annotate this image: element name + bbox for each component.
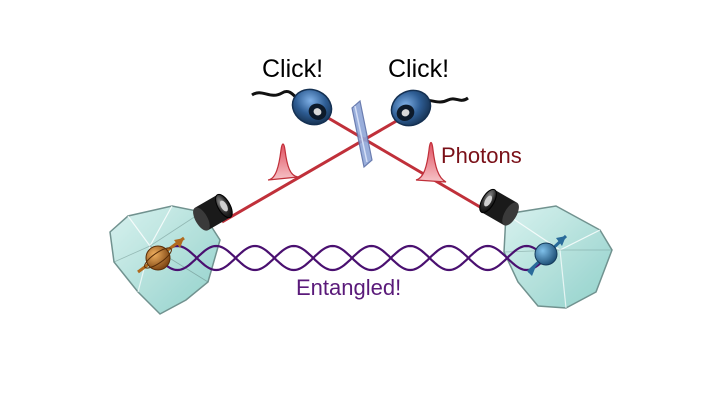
atom-icon [526,234,568,276]
photon-pulse-icon [267,143,299,181]
crystal-icon [503,205,613,309]
photon-beam-right [317,110,493,216]
entanglement-wave [157,244,547,272]
fiber-coupler-icon [193,193,233,231]
beamsplitter-icon [351,99,373,169]
atom-icon [137,236,185,274]
detector-icon [291,88,333,126]
fiber-coupler-icon [479,188,519,226]
click-label-left: Click! [262,55,324,83]
click-label-right: Click! [388,55,450,83]
photons-label: Photons [441,143,522,168]
detector-icon [390,89,432,127]
photon-pulse-icon [415,141,447,183]
photon-beam-left [221,110,413,224]
entangled-label: Entangled! [296,275,402,300]
